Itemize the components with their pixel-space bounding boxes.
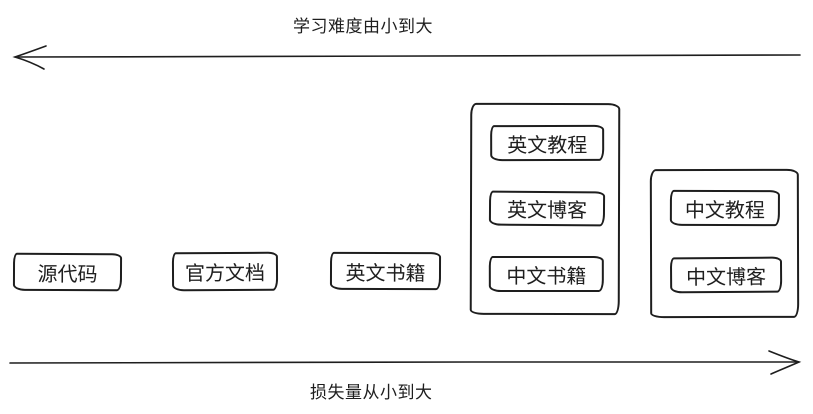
group-box-chinese: 中文教程 中文博客 [649, 168, 800, 319]
box-chinese-books: 中文书籍 [488, 255, 604, 293]
box-source-code: 源代码 [12, 252, 123, 292]
group-box-english-and-chinese-books: 英文教程 英文博客 中文书籍 [469, 102, 621, 316]
box-chinese-tutorials: 中文教程 [669, 189, 780, 227]
loss-arrow-head [768, 350, 802, 375]
box-english-books: 英文书籍 [329, 251, 442, 291]
loss-arrow-line [9, 361, 800, 364]
difficulty-arrow-line [14, 54, 801, 58]
loss-axis-label: 损失量从小到大 [310, 383, 433, 402]
box-official-docs: 官方文档 [171, 251, 279, 292]
difficulty-arrow-head [12, 45, 47, 70]
difficulty-axis-arrow [12, 45, 801, 70]
difficulty-axis-label: 学习难度由小到大 [293, 17, 433, 36]
box-english-tutorials: 英文教程 [490, 124, 605, 162]
box-english-blogs: 英文博客 [488, 190, 606, 227]
box-chinese-blogs: 中文博客 [669, 256, 783, 294]
loss-axis-arrow [9, 350, 802, 375]
